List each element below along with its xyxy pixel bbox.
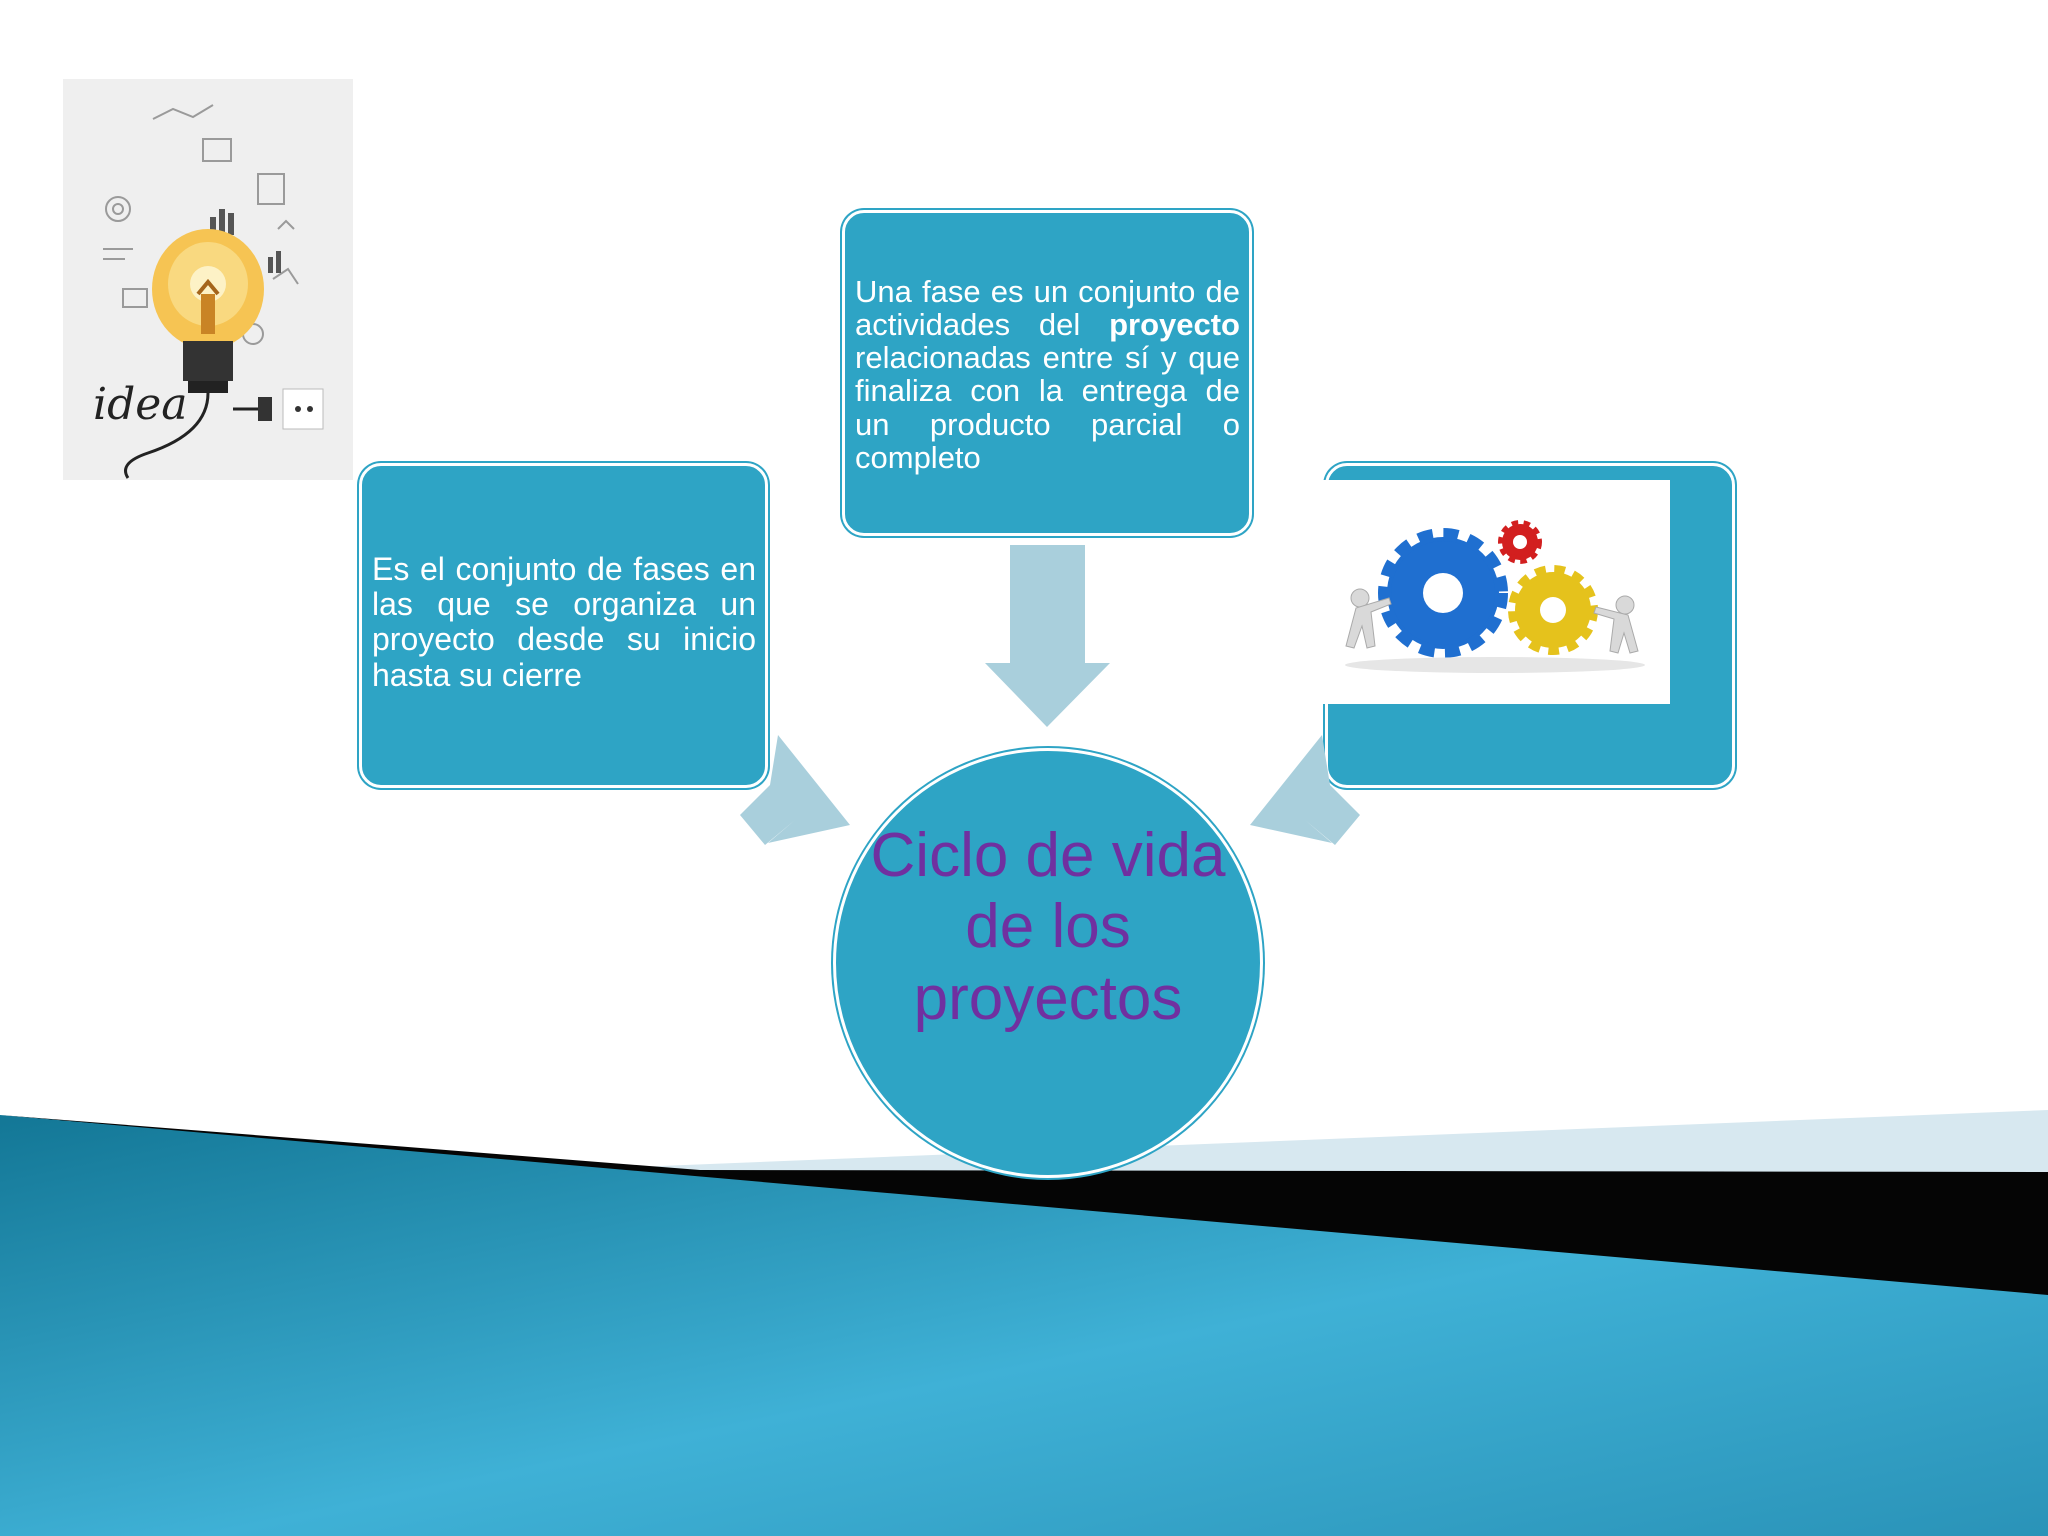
left-box-text: Es el conjunto de fases en las que se or…: [372, 551, 756, 693]
top-box-text: Una fase es un conjunto de actividades d…: [855, 275, 1240, 474]
arrow-down: [985, 545, 1110, 727]
center-circle: [833, 748, 1263, 1178]
arrow-left-diagonal: [1250, 735, 1360, 845]
idea-caption: idea: [93, 379, 188, 430]
top-box-text-end: relacionadas entre sí y que finaliza con…: [855, 340, 1240, 475]
top-box: [842, 210, 1252, 536]
gears-image: [1320, 480, 1670, 704]
blue-gear-icon: [1378, 528, 1508, 658]
top-box-text-bold: proyecto: [1109, 307, 1240, 343]
center-title: Ciclo de vida de los proyectos: [870, 821, 1226, 1033]
left-box: [359, 463, 768, 788]
top-box-text-start: Una fase es un conjunto de actividades d…: [855, 274, 1240, 343]
yellow-gear-icon: [1508, 565, 1598, 655]
arrow-right-diagonal: [740, 735, 850, 845]
idea-lightbulb-image: idea: [63, 79, 353, 480]
red-gear-icon: [1498, 520, 1542, 564]
